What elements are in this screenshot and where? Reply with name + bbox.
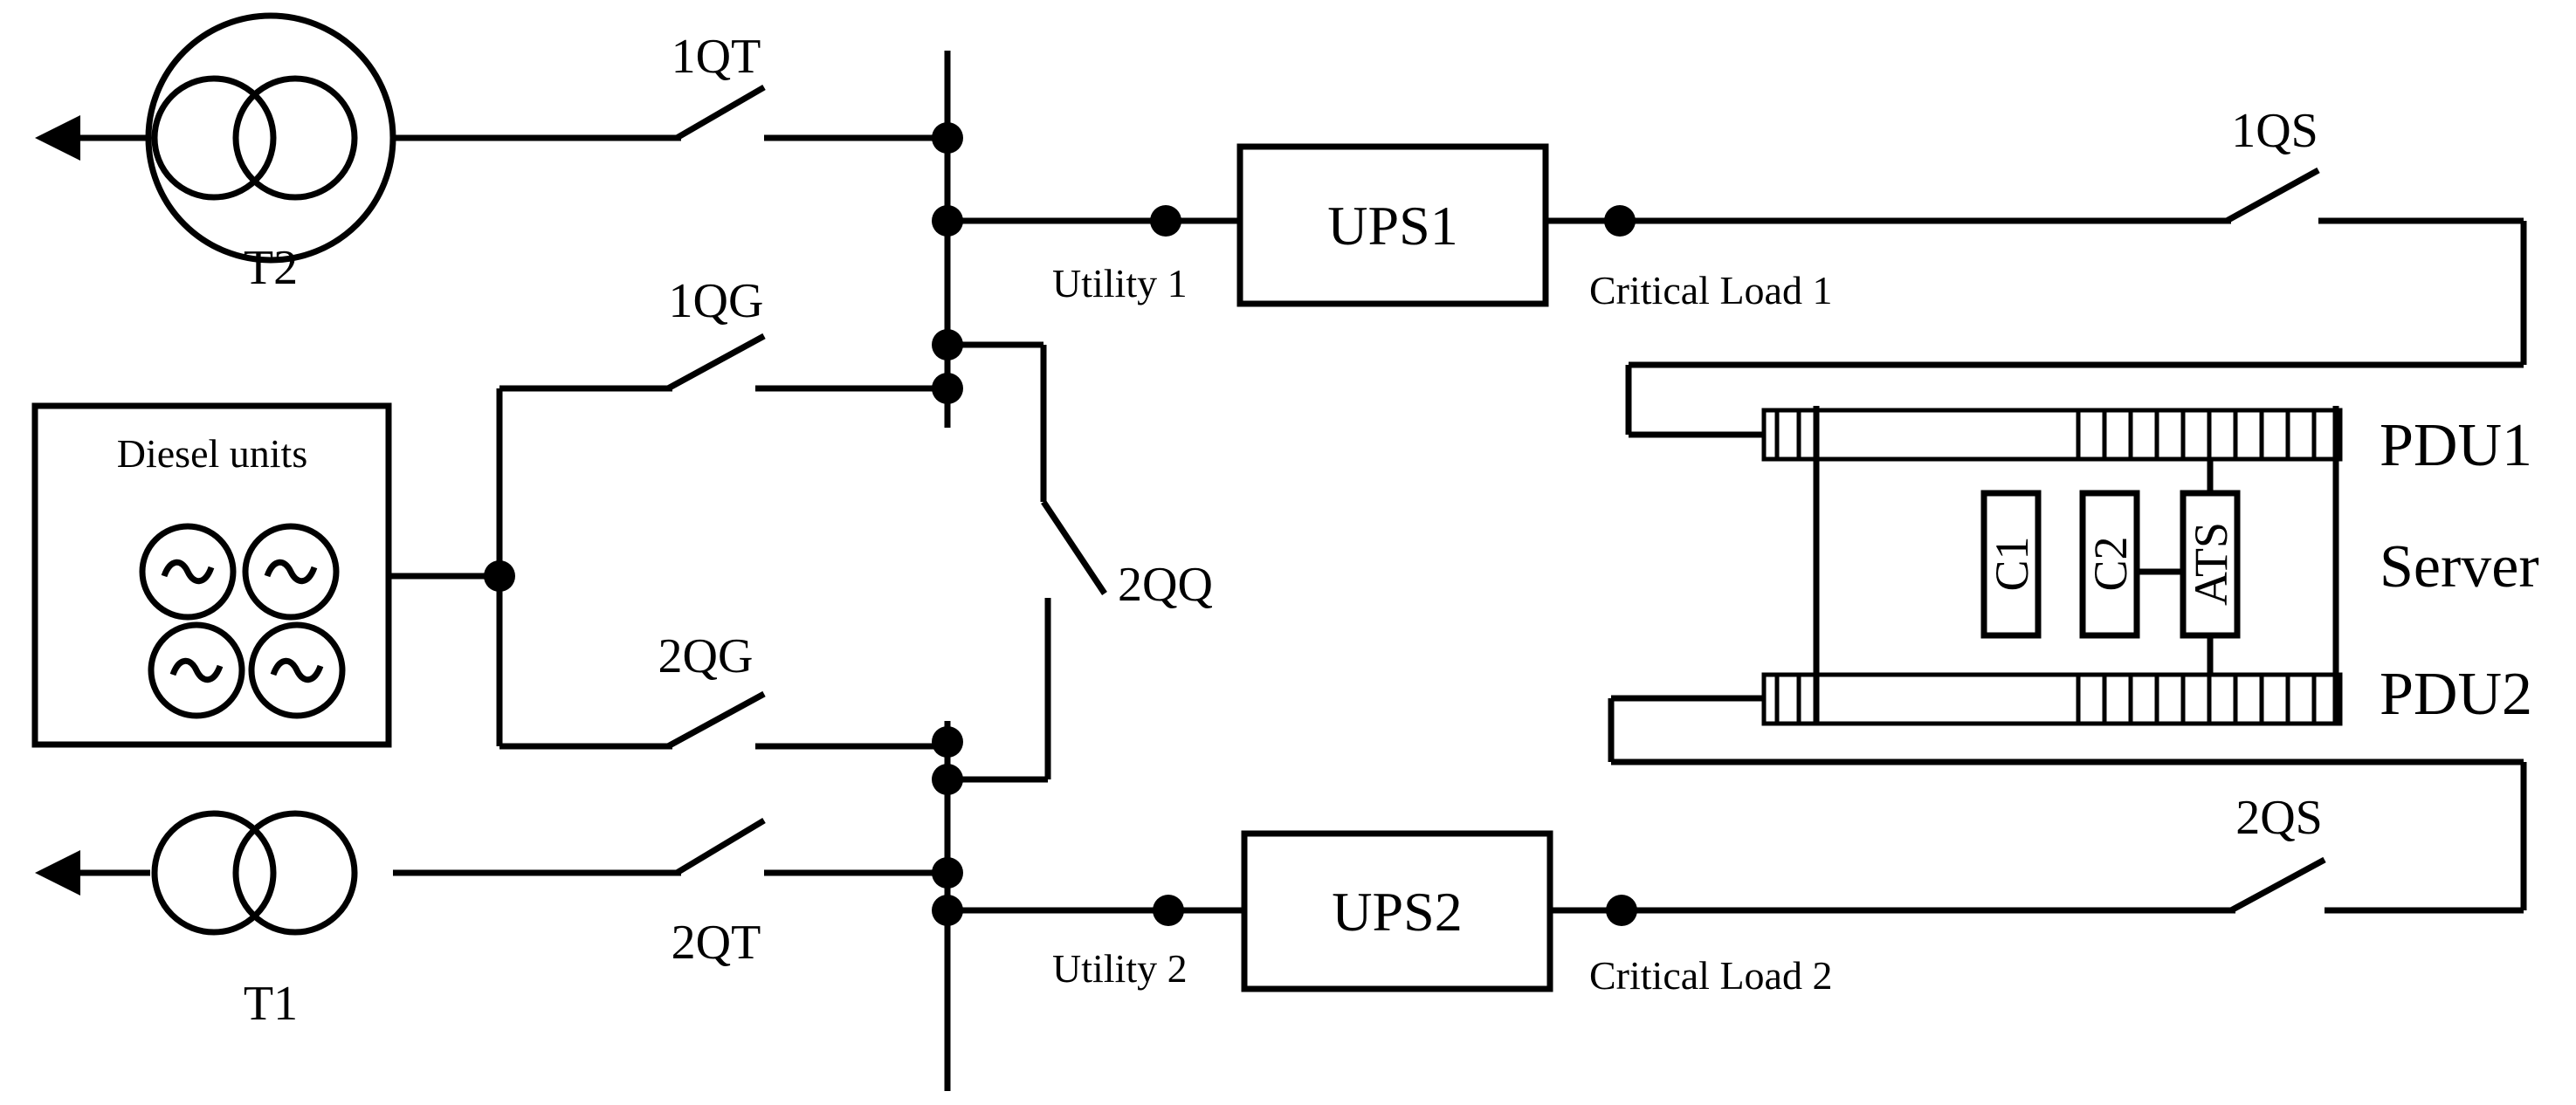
label-server: Server — [2380, 533, 2539, 601]
switch-2qq — [947, 341, 1107, 783]
label-t1: T1 — [244, 977, 298, 1031]
label-c1: C1 — [1986, 536, 2038, 591]
label-critical-load2: Critical Load 2 — [1589, 953, 1832, 998]
label-2qg: 2QG — [658, 629, 754, 683]
switch-2qg — [666, 690, 947, 750]
ups2-box — [1241, 830, 1553, 992]
ups1-box — [1236, 143, 1549, 307]
label-critical-load1: Critical Load 1 — [1589, 268, 1832, 312]
generator-icon — [139, 523, 237, 621]
switch-1qg — [666, 333, 947, 392]
label-2qs: 2QS — [2235, 791, 2323, 845]
transformer-t1-circles — [151, 810, 358, 936]
diesel-feeders — [389, 385, 672, 750]
pdu1-bar — [1761, 408, 2343, 462]
label-1qg: 1QG — [669, 274, 764, 328]
ups2-branch — [947, 830, 2235, 992]
label-utility1: Utility 1 — [1052, 261, 1188, 305]
label-1qs: 1QS — [2231, 104, 2318, 158]
c1-box — [1980, 490, 2042, 639]
label-1qt: 1QT — [672, 30, 761, 84]
transformer-t2-circles — [151, 75, 358, 201]
label-ups1: UPS1 — [1327, 195, 1457, 257]
generator-icon — [242, 523, 340, 621]
label-ats: ATS — [2185, 522, 2237, 606]
generator-icon — [248, 621, 346, 719]
arrow-left-icon — [35, 115, 150, 161]
label-pdu1: PDU1 — [2380, 412, 2532, 479]
diesel-units-block — [31, 402, 392, 748]
arrow-left-icon — [35, 850, 150, 896]
server-block — [1761, 406, 2343, 726]
ups1-branch — [947, 143, 2231, 307]
switch-2qt — [675, 817, 947, 876]
switch-1qt — [675, 84, 947, 141]
label-2qq: 2QQ — [1118, 558, 1213, 612]
c2-box — [2079, 490, 2140, 639]
label-diesel-units: Diesel units — [117, 431, 307, 476]
label-utility2: Utility 2 — [1052, 946, 1188, 991]
switch-1qs — [1625, 167, 2527, 438]
pdu2-bar — [1761, 672, 2343, 726]
generator-icon — [148, 621, 245, 719]
label-c2: C2 — [2084, 536, 2137, 591]
label-2qt: 2QT — [672, 916, 761, 970]
switch-2qs — [1608, 695, 2527, 914]
label-pdu2: PDU2 — [2380, 661, 2532, 728]
label-t2: T2 — [244, 241, 298, 295]
label-ups2: UPS2 — [1332, 881, 1462, 943]
ats-box — [2180, 490, 2241, 639]
